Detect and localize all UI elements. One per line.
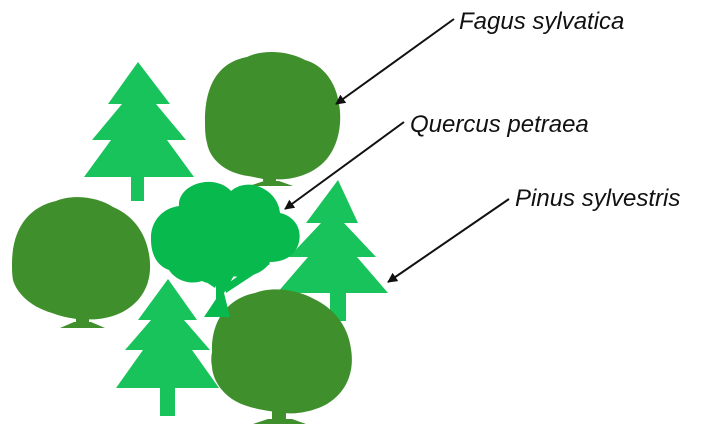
oak-tree-center <box>150 181 300 317</box>
beech-tree-bottom <box>211 289 352 424</box>
species-label-pinus: Pinus sylvestris <box>515 185 681 212</box>
species-label-quercus: Quercus petraea <box>410 111 589 138</box>
arrow-fagus <box>335 18 455 105</box>
arrow-quercus <box>284 121 405 210</box>
pine-tree-top-left <box>84 62 194 201</box>
beech-tree-left <box>12 197 151 328</box>
arrow-pinus <box>387 198 510 283</box>
beech-tree-top <box>205 51 341 186</box>
pine-tree-bottom-left <box>116 279 219 416</box>
species-label-fagus: Fagus sylvatica <box>459 8 625 35</box>
